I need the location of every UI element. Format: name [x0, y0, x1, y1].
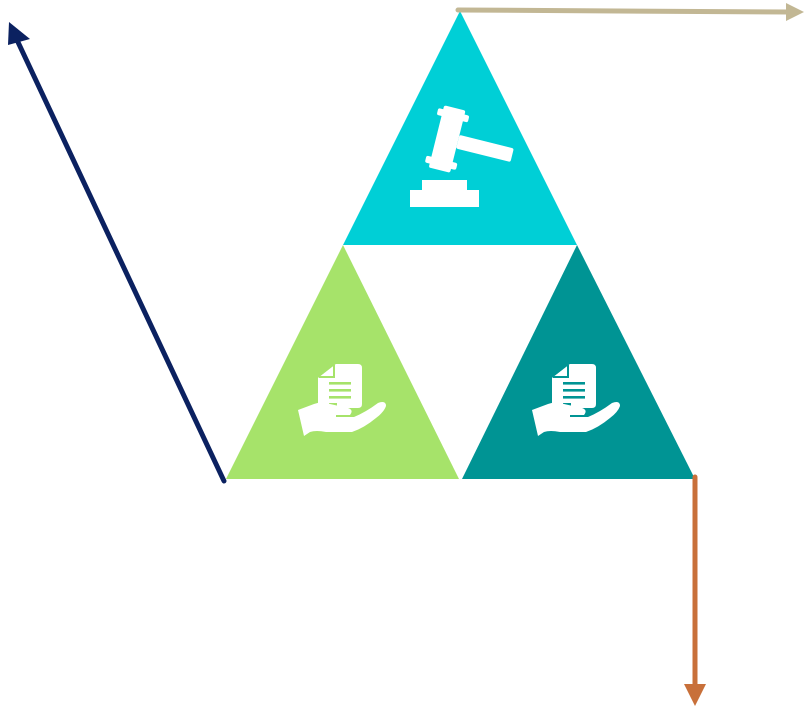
right-triangle [462, 245, 695, 479]
left-triangle [226, 245, 459, 479]
arrow-up-left [8, 22, 227, 484]
arrow-right [455, 3, 804, 21]
arrow-down [684, 474, 706, 706]
gavel-icon [410, 105, 514, 207]
